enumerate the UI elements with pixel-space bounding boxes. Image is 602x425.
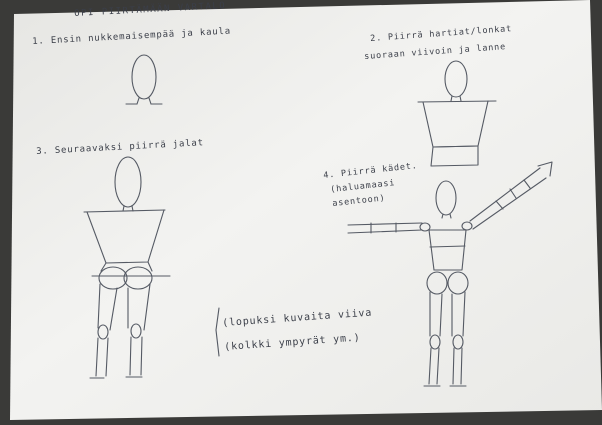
paper-sheet: [10, 0, 602, 420]
